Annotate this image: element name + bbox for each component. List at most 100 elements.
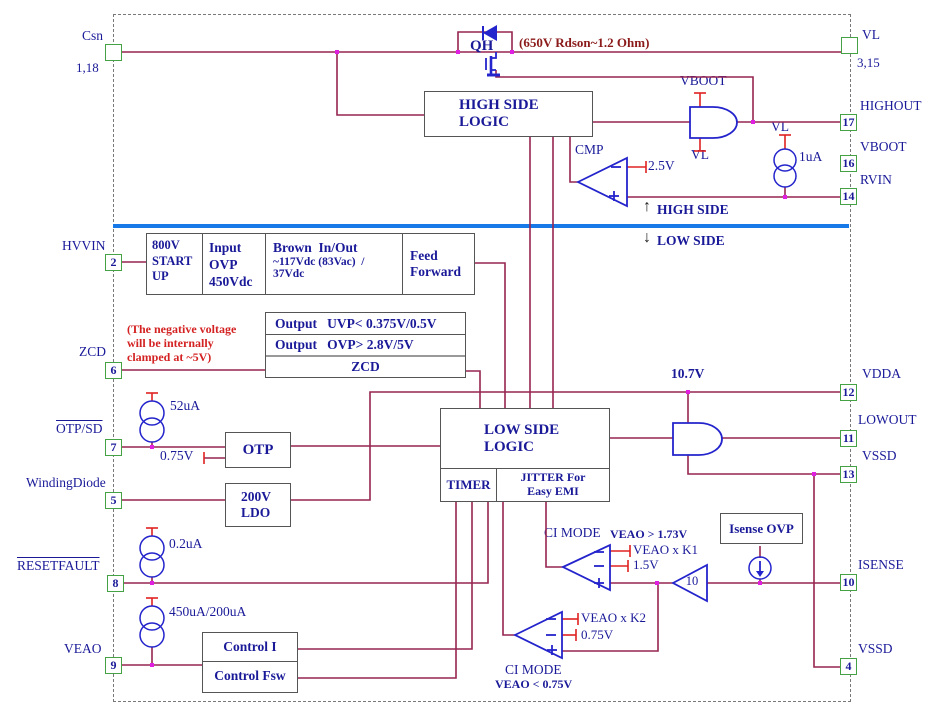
comparator-polarity-marks	[546, 166, 621, 655]
pin-label-vssd4: VSSD	[858, 641, 893, 656]
pin-label-vboot: VBOOT	[860, 139, 907, 154]
pin-label-highout: HIGHOUT	[860, 98, 922, 113]
v0p75-label: 0.75V	[160, 448, 194, 463]
current-0p2ua-label: 0.2uA	[169, 536, 203, 551]
high-side-label: HIGH SIDE	[657, 202, 729, 217]
ci-mode-1-label: CI MODE	[544, 525, 601, 540]
pin-label-vdda: VDDA	[862, 366, 901, 381]
pin-label-lowout: LOWOUT	[858, 412, 917, 427]
and-gate-icon-lowside	[672, 422, 723, 456]
ci-cond-2-label: VEAO < 0.75V	[495, 677, 573, 691]
zcd-row-ovp: Output OVP> 2.8V/5V	[266, 335, 465, 357]
pin-label-otpsd: OTP/SD	[56, 421, 103, 436]
brownout-cell: Brown In/Out ~117Vdc (83Vac) / 37Vdc	[266, 234, 403, 294]
control-i-block: Control I	[203, 633, 297, 662]
pin-windingdiode: 5	[105, 492, 122, 509]
v10p7-label: 10.7V	[671, 366, 705, 381]
pin-label-veao: VEAO	[64, 641, 102, 656]
v2p5-label: 2.5V	[648, 158, 675, 173]
pin-vssd13: 13	[840, 466, 857, 483]
isense-ovp-block: Isense OVP	[720, 513, 803, 544]
pin-label-windingdiode: WindingDiode	[26, 475, 106, 490]
pin-hvvin: 2	[105, 254, 122, 271]
pin-label-csn: Csn	[82, 28, 104, 43]
v1p5-label: 1.5V	[633, 557, 659, 572]
and-gate-icon-highside	[689, 106, 738, 139]
pin-label-hvvin: HVVIN	[62, 238, 106, 253]
current-450ua-label: 450uA/200uA	[169, 604, 247, 619]
pin-zcd: 6	[105, 362, 122, 379]
pin-label-zcd: ZCD	[79, 344, 106, 359]
pin-vboot: 16	[840, 155, 857, 172]
startup-800v-cell: 800V START UP	[147, 234, 203, 294]
veao-k2-label: VEAO x K2	[581, 610, 646, 625]
pin-label-vssd13: VSSD	[862, 448, 897, 463]
qh-mosfet-icon	[485, 52, 500, 77]
qh-label: QH	[470, 38, 494, 54]
current-source-1ua-icon	[773, 148, 797, 172]
low-side-logic-block: LOW SIDE LOGIC TIMER JITTER For Easy EMI	[440, 408, 610, 502]
cmp-label: CMP	[575, 142, 604, 157]
current-source-450ua-icon	[139, 605, 165, 631]
pin-otpsd: 7	[105, 439, 122, 456]
high-low-divider	[113, 224, 849, 228]
ci-mode-2-label: CI MODE	[505, 662, 562, 677]
reference-stubs	[146, 92, 791, 641]
veao-k1-label: VEAO x K1	[633, 542, 698, 557]
current-52ua-label: 52uA	[170, 398, 200, 413]
current-source-0p2ua-icon	[139, 535, 165, 561]
pin-isense: 10	[840, 574, 857, 591]
feed-forward-cell: Feed Forward	[410, 247, 461, 279]
pin-vdda: 12	[840, 384, 857, 401]
arrow-up-icon: ↑	[643, 198, 651, 215]
amplifier-x10-icon	[671, 563, 708, 603]
vl-ref-label-source: VL	[771, 119, 789, 134]
qh-body-diode-icon	[482, 25, 497, 41]
control-block: Control I Control Fsw	[202, 632, 298, 693]
rdson-note: (650V Rdson~1.2 Ohm)	[519, 35, 650, 50]
pin-csn	[105, 44, 122, 61]
ci-cond-1-label: VEAO > 1.73V	[610, 527, 688, 541]
isense-arrowhead	[756, 571, 764, 577]
gain-10-label: 10	[685, 574, 699, 588]
jitter-block: JITTER For Easy EMI	[520, 470, 586, 498]
control-fsw-block: Control Fsw	[214, 668, 286, 683]
chip-boundary	[113, 14, 851, 702]
pin-highout: 17	[840, 114, 857, 131]
pin-rvin: 14	[840, 188, 857, 205]
low-side-label: LOW SIDE	[657, 233, 725, 248]
junction-dots	[150, 50, 816, 667]
otp-block: OTP	[225, 432, 291, 468]
zcd-row-zcd: ZCD	[351, 358, 380, 374]
signal-wires	[122, 31, 841, 679]
pin-label-rvin: RVIN	[860, 172, 892, 187]
low-side-logic-title: LOW SIDE LOGIC	[484, 421, 560, 455]
timer-block: TIMER	[441, 469, 497, 501]
comparator-icon-cmp	[575, 156, 628, 208]
current-source-52ua-icon	[139, 400, 165, 426]
high-side-logic-block: HIGH SIDE LOGIC	[424, 91, 593, 137]
pin-label-resetfault: RESETFAULT	[17, 558, 100, 573]
pin-lowout: 11	[840, 430, 857, 447]
ldo-block: 200V LDO	[225, 483, 291, 527]
pin-label-isense: ISENSE	[858, 557, 904, 572]
zcd-row-uvp: Output UVP< 0.375V/0.5V	[266, 313, 465, 335]
v0p75b-label: 0.75V	[581, 627, 614, 642]
arrow-down-icon: ↓	[643, 229, 651, 246]
pin-vl	[841, 37, 858, 54]
input-ovp-cell: Input OVP 450Vdc	[203, 234, 266, 294]
logic-symbols	[512, 106, 738, 660]
pin-sub-vl: 3,15	[857, 55, 880, 70]
current-1ua-label: 1uA	[799, 149, 823, 164]
zcd-table-block: Output UVP< 0.375V/0.5V Output OVP> 2.8V…	[265, 312, 466, 378]
pin-resetfault: 8	[107, 575, 124, 592]
zcd-clamp-note: (The negative voltage will be internally…	[127, 322, 237, 364]
pin-sub-csn: 1,18	[76, 60, 99, 75]
current-source-isense-icon	[748, 556, 772, 580]
current-source-icons	[139, 148, 797, 648]
pin-vssd4: 4	[840, 658, 857, 675]
comparator-icon-ci2	[512, 610, 563, 660]
startup-block-row: 800V START UP Input OVP 450Vdc Brown In/…	[146, 233, 475, 295]
